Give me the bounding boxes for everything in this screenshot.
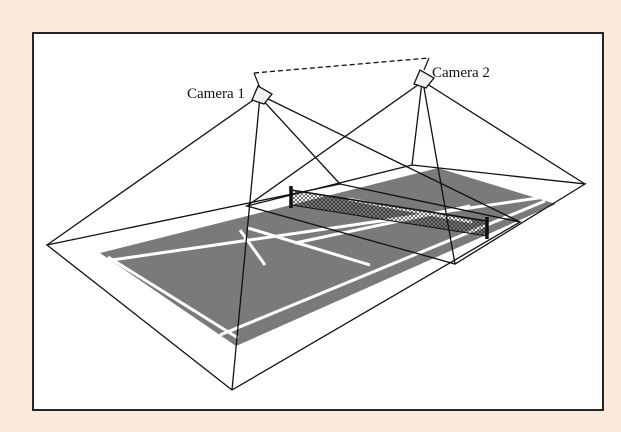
camera-1-label: Camera 1 — [187, 86, 245, 102]
camera-2-field-of-view — [244, 81, 587, 265]
net-tape — [290, 189, 488, 222]
camera-1-mount — [253, 72, 261, 89]
camera-2-icon — [413, 69, 435, 89]
camera-1-icon — [251, 85, 273, 105]
camera-1-field-of-view — [45, 95, 522, 391]
camera-connector-dashed-line — [253, 57, 430, 74]
camera-2-label: Camera 2 — [432, 65, 490, 81]
camera-2-mount — [423, 57, 430, 71]
tennis-net — [289, 186, 489, 239]
